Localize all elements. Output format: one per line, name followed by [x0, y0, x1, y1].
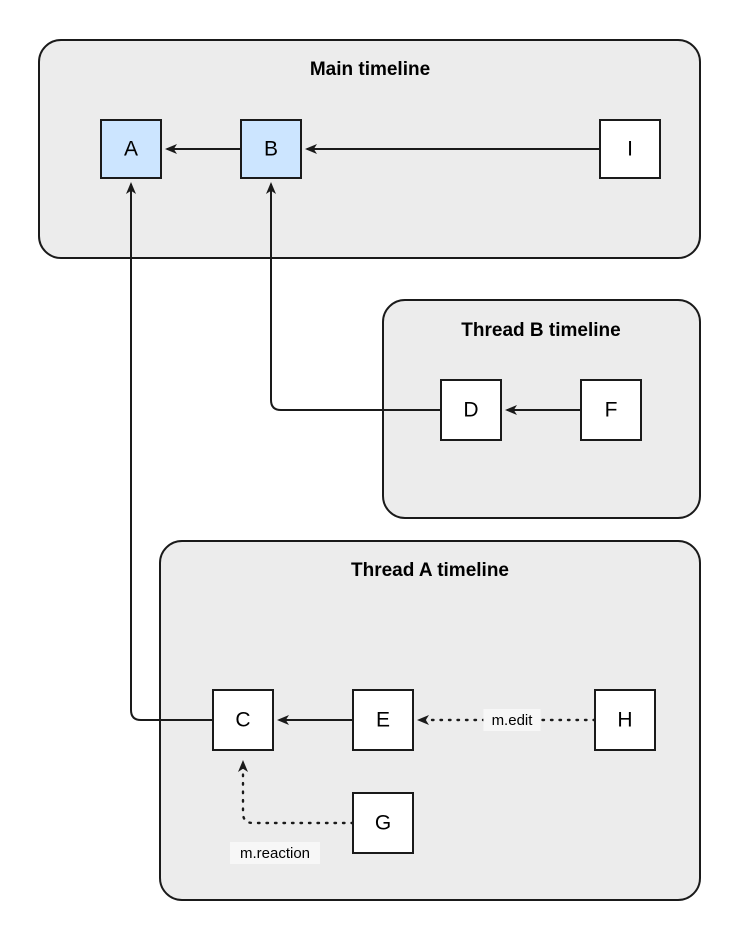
edge-label-H-E: m.edit — [483, 709, 541, 731]
event-node-box[interactable] — [212, 689, 274, 751]
edge-D-B — [266, 182, 441, 411]
event-node-label: A — [124, 138, 138, 161]
edge-C-A — [126, 182, 213, 721]
timeline-group-title: Thread A timeline — [351, 560, 509, 581]
event-node-box[interactable] — [580, 379, 642, 441]
edge-labels-layer: m.edit m.reaction — [230, 709, 541, 864]
event-node-G[interactable]: G — [352, 792, 414, 854]
event-node-H[interactable]: H — [594, 689, 656, 751]
event-node-label: H — [617, 709, 632, 732]
event-node-A[interactable]: A — [100, 119, 162, 179]
event-node-label: D — [463, 399, 478, 422]
event-node-box[interactable] — [352, 792, 414, 854]
event-node-C[interactable]: C — [212, 689, 274, 751]
edge-label-backdrop — [483, 709, 541, 731]
event-node-label: F — [605, 399, 618, 422]
edge-label-backdrop — [230, 842, 320, 864]
event-node-box[interactable] — [594, 689, 656, 751]
event-nodes-layer: A B I D F C E H G — [100, 119, 661, 854]
event-node-B[interactable]: B — [240, 119, 302, 179]
event-node-D[interactable]: D — [440, 379, 502, 441]
event-node-box[interactable] — [100, 119, 162, 179]
edge-label-G-C: m.reaction — [230, 842, 320, 864]
timeline-group-title: Main timeline — [310, 59, 430, 80]
event-node-E[interactable]: E — [352, 689, 414, 751]
event-node-label: I — [627, 138, 633, 161]
event-node-box[interactable] — [352, 689, 414, 751]
edge-label-text: m.edit — [492, 712, 534, 729]
event-node-F[interactable]: F — [580, 379, 642, 441]
edge-label-text: m.reaction — [240, 845, 310, 862]
event-node-label: C — [235, 709, 250, 732]
event-node-label: B — [264, 138, 278, 161]
event-node-label: G — [375, 812, 391, 835]
event-node-label: E — [376, 709, 390, 732]
event-node-I[interactable]: I — [599, 119, 661, 179]
event-node-box[interactable] — [440, 379, 502, 441]
timeline-group-title: Thread B timeline — [461, 320, 620, 341]
edges-layer — [126, 144, 600, 825]
event-node-box[interactable] — [599, 119, 661, 179]
event-node-box[interactable] — [240, 119, 302, 179]
